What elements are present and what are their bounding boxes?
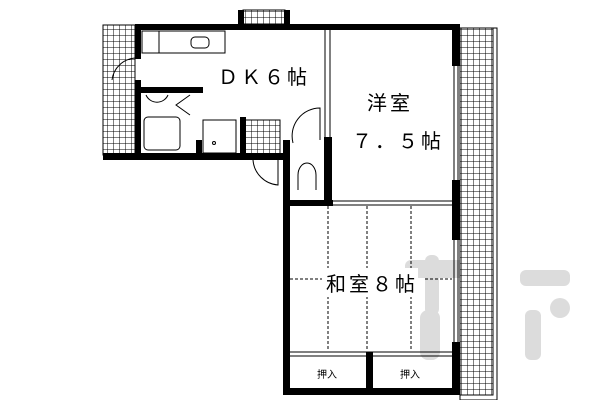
window-top: [242, 9, 286, 27]
closet-label: 押入: [317, 370, 337, 381]
room-label-dk: ＤＫ６帖: [218, 65, 310, 89]
room-label-japanese: 和室８帖: [326, 268, 418, 297]
left-balcony: [102, 24, 136, 156]
closet-label: 押入: [400, 370, 420, 381]
right-balcony: [459, 27, 494, 396]
entrance-tile: [242, 119, 281, 155]
room-size-western: ７．５帖: [352, 129, 444, 153]
room-label-western: 洋室: [367, 91, 413, 115]
